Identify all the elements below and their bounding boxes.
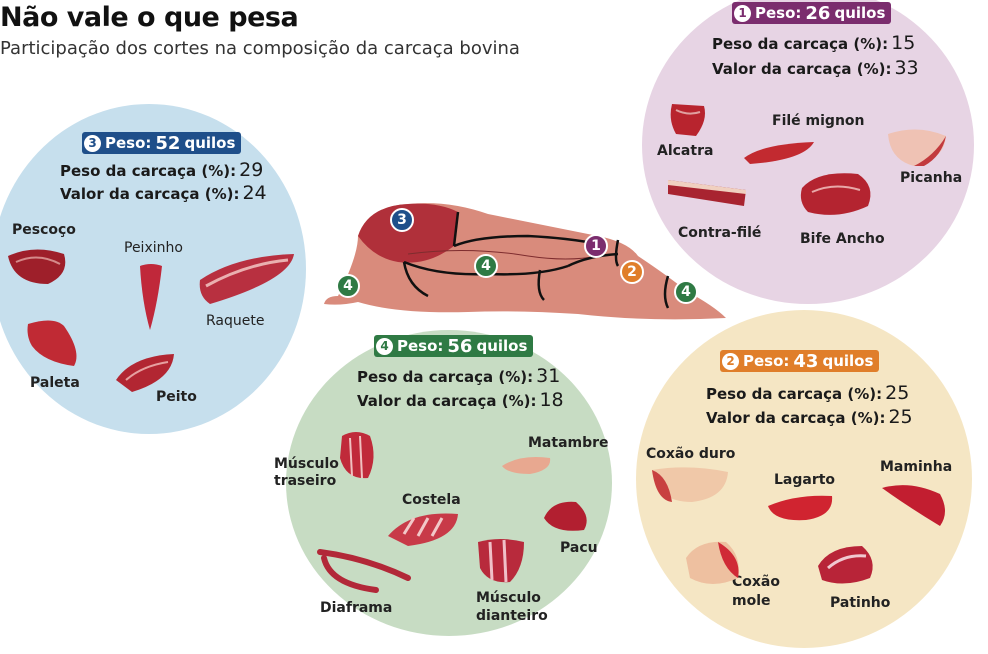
cut-label-file-mignon: Filé mignon <box>772 113 865 129</box>
valor-carcaca-label: Valor da carcaça (%): <box>712 60 892 78</box>
patinho-cut-image <box>814 542 878 588</box>
group-2-number: 2 <box>722 352 739 370</box>
raquete-cut-image <box>196 250 298 306</box>
cut-label-bife-ancho: Bife Ancho <box>800 231 885 247</box>
cut-label-peito: Peito <box>156 389 197 405</box>
pacu-cut-image <box>540 498 592 534</box>
group-1-weight-badge: 1 Peso: 26 quilos <box>732 2 892 24</box>
group-3-peso-value: 29 <box>239 159 264 181</box>
coxao-duro-cut-image <box>648 462 732 506</box>
group-1-peso-value: 15 <box>891 32 916 54</box>
group-1-weight: 26 <box>805 2 831 24</box>
cut-label-alcatra: Alcatra <box>657 143 714 159</box>
group-2-valor-value: 25 <box>888 406 913 428</box>
group-3-valor-row: Valor da carcaça (%):24 <box>60 182 267 204</box>
peso-carcaca-label: Peso da carcaça (%): <box>712 35 889 53</box>
carcass-marker-4-right: 4 <box>674 280 698 304</box>
file-mignon-cut-image <box>742 138 818 166</box>
group-3-number: 3 <box>84 134 101 152</box>
cut-label-raquete: Raquete <box>206 313 265 329</box>
lagarto-cut-image <box>766 490 836 524</box>
paleta-cut-image <box>24 316 82 370</box>
carcass-marker-4-center: 4 <box>474 254 498 278</box>
group-4-number: 4 <box>376 337 393 355</box>
page-title: Não vale o que pesa <box>0 2 299 33</box>
cut-label-musculo-traseiro-1: Músculo <box>274 456 339 472</box>
maminha-cut-image <box>880 478 950 528</box>
peixinho-cut-image <box>136 262 166 332</box>
group-2-weight: 43 <box>793 350 819 372</box>
group-1-valor-value: 33 <box>894 57 919 79</box>
group-2-peso-row: Peso da carcaça (%):25 <box>706 382 909 404</box>
matambre-cut-image <box>500 452 554 476</box>
group-3-weight-badge: 3 Peso: 52 quilos <box>82 132 242 154</box>
carcass-marker-2: 2 <box>620 260 644 284</box>
peso-prefix: Peso: <box>105 134 152 152</box>
carcass-marker-4-left: 4 <box>336 274 360 298</box>
group-2-valor-row: Valor da carcaça (%):25 <box>706 406 913 428</box>
group-4-peso-value: 31 <box>536 365 561 387</box>
diaframa-cut-image <box>316 544 412 596</box>
peso-carcaca-label: Peso da carcaça (%): <box>706 385 883 403</box>
peso-prefix: Peso: <box>397 337 444 355</box>
cut-label-coxao-mole-2: mole <box>732 593 771 609</box>
musculo-dianteiro-cut-image <box>474 534 528 586</box>
cut-label-matambre: Matambre <box>528 435 609 451</box>
group-3-peso-row: Peso da carcaça (%):29 <box>60 159 263 181</box>
cut-label-paleta: Paleta <box>30 375 80 391</box>
group-3-unit: quilos <box>184 134 236 152</box>
peso-carcaca-label: Peso da carcaça (%): <box>357 368 534 386</box>
group-4-circle <box>286 330 612 636</box>
cut-label-peixinho: Peixinho <box>124 240 183 256</box>
pescoco-cut-image <box>4 244 70 286</box>
group-4-weight-badge: 4 Peso: 56 quilos <box>374 335 534 357</box>
cut-label-musculo-dianteiro-2: dianteiro <box>476 608 548 624</box>
cut-label-contra-file: Contra-filé <box>678 225 762 241</box>
peso-carcaca-label: Peso da carcaça (%): <box>60 162 237 180</box>
group-2-peso-value: 25 <box>885 382 910 404</box>
group-4-weight: 56 <box>447 335 473 357</box>
group-4-valor-row: Valor da carcaça (%):18 <box>357 389 564 411</box>
contra-file-cut-image <box>666 176 748 208</box>
cut-label-musculo-dianteiro-1: Músculo <box>476 590 541 606</box>
costela-cut-image <box>384 506 462 548</box>
peso-prefix: Peso: <box>743 352 790 370</box>
musculo-traseiro-cut-image <box>336 428 378 482</box>
cut-label-musculo-traseiro-2: traseiro <box>274 473 337 489</box>
cut-label-costela: Costela <box>402 492 461 508</box>
carcass-diagram: 3 4 4 1 2 4 <box>318 196 728 326</box>
carcass-marker-3: 3 <box>390 208 414 232</box>
page-subtitle: Participação dos cortes na composição da… <box>0 38 520 59</box>
cut-label-coxao-duro: Coxão duro <box>646 446 736 462</box>
alcatra-cut-image <box>666 100 710 140</box>
picanha-cut-image <box>884 126 950 168</box>
cut-label-pescoco: Pescoço <box>12 222 76 238</box>
peito-cut-image <box>112 350 178 394</box>
group-1-number: 1 <box>734 4 751 22</box>
peso-prefix: Peso: <box>755 4 802 22</box>
cut-label-lagarto: Lagarto <box>774 472 836 488</box>
group-4-unit: quilos <box>476 337 528 355</box>
group-3-weight: 52 <box>155 132 181 154</box>
group-4-valor-value: 18 <box>539 389 564 411</box>
group-4-peso-row: Peso da carcaça (%):31 <box>357 365 560 387</box>
group-1-peso-row: Peso da carcaça (%):15 <box>712 32 915 54</box>
group-2-unit: quilos <box>822 352 874 370</box>
valor-carcaca-label: Valor da carcaça (%): <box>706 409 886 427</box>
cut-label-picanha: Picanha <box>900 170 963 186</box>
group-1-unit: quilos <box>834 4 886 22</box>
bife-ancho-cut-image <box>798 168 876 220</box>
valor-carcaca-label: Valor da carcaça (%): <box>357 392 537 410</box>
cut-label-coxao-mole-1: Coxão <box>732 574 780 590</box>
carcass-marker-1: 1 <box>584 234 608 258</box>
group-1-valor-row: Valor da carcaça (%):33 <box>712 57 919 79</box>
cut-label-pacu: Pacu <box>560 540 598 556</box>
coxao-mole-cut-image <box>682 538 744 590</box>
valor-carcaca-label: Valor da carcaça (%): <box>60 185 240 203</box>
group-2-weight-badge: 2 Peso: 43 quilos <box>720 350 880 372</box>
group-3-valor-value: 24 <box>242 182 267 204</box>
cut-label-maminha: Maminha <box>880 459 953 475</box>
cut-label-diaframa: Diaframa <box>320 600 393 616</box>
cut-label-patinho: Patinho <box>830 595 891 611</box>
